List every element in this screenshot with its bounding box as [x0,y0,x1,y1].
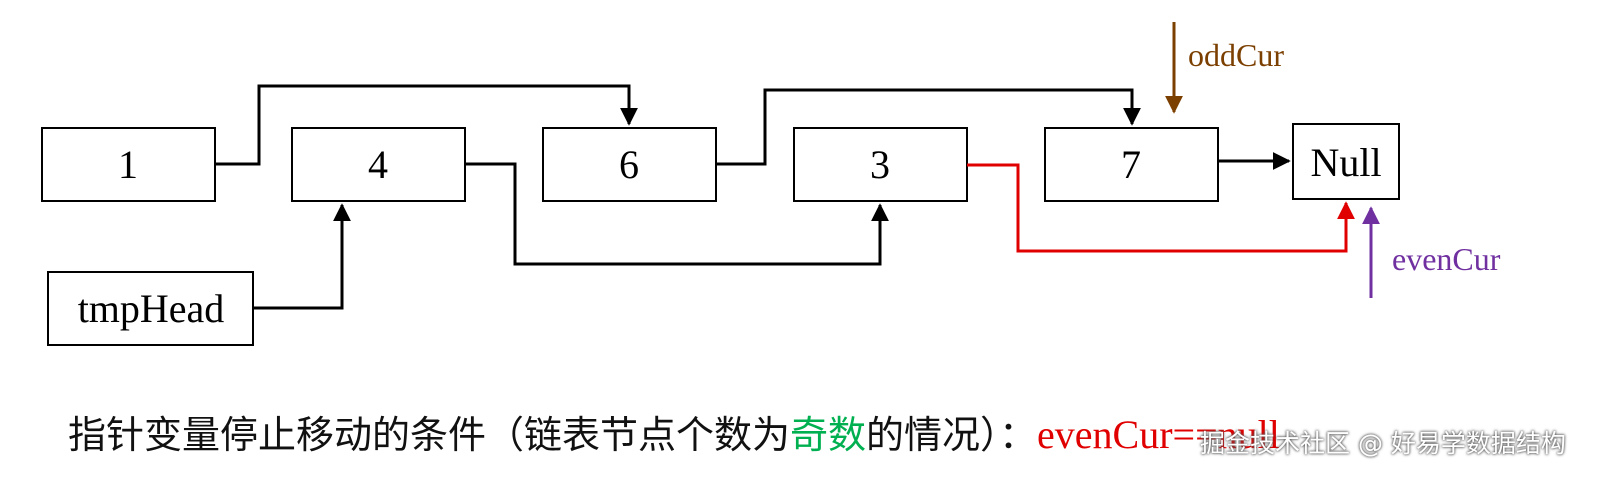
node-4-label: 4 [368,142,388,187]
caption-prefix: 指针变量停止移动的条件（链表节点个数为 [68,413,791,457]
node-3: 3 [793,127,968,202]
edge-4-to-3 [465,162,889,266]
node-1: 1 [41,127,216,202]
node-tmp-head: tmpHead [47,271,254,346]
edge-1-to-6 [215,84,638,166]
node-3-label: 3 [870,142,890,187]
node-7-label: 7 [1121,142,1141,187]
node-6: 6 [542,127,717,202]
odd-cur-label: oddCur [1188,37,1284,73]
caption-highlight-odd: 奇数 [790,413,867,457]
node-4: 4 [291,127,466,202]
edge-3-to-null [967,163,1355,253]
stop-condition-caption: 指针变量停止移动的条件（链表节点个数为奇数的情况）：evenCur==null [68,404,1280,459]
caption-middle: 的情况）： [866,413,1038,457]
node-6-label: 6 [619,142,639,187]
caption-condition: evenCur==null [1037,412,1280,457]
node-null: Null [1292,123,1400,200]
node-1-label: 1 [118,142,138,187]
node-7: 7 [1044,127,1219,202]
edge-tmp-head-to-4 [253,203,351,310]
watermark: 掘金技术社区 @ 好易学数据结构 [1200,429,1566,458]
node-null-label: Null [1310,140,1381,185]
edge-6-to-7 [716,88,1141,166]
even-cur-label: evenCur [1392,241,1501,277]
node-tmp-head-label: tmpHead [78,286,225,331]
